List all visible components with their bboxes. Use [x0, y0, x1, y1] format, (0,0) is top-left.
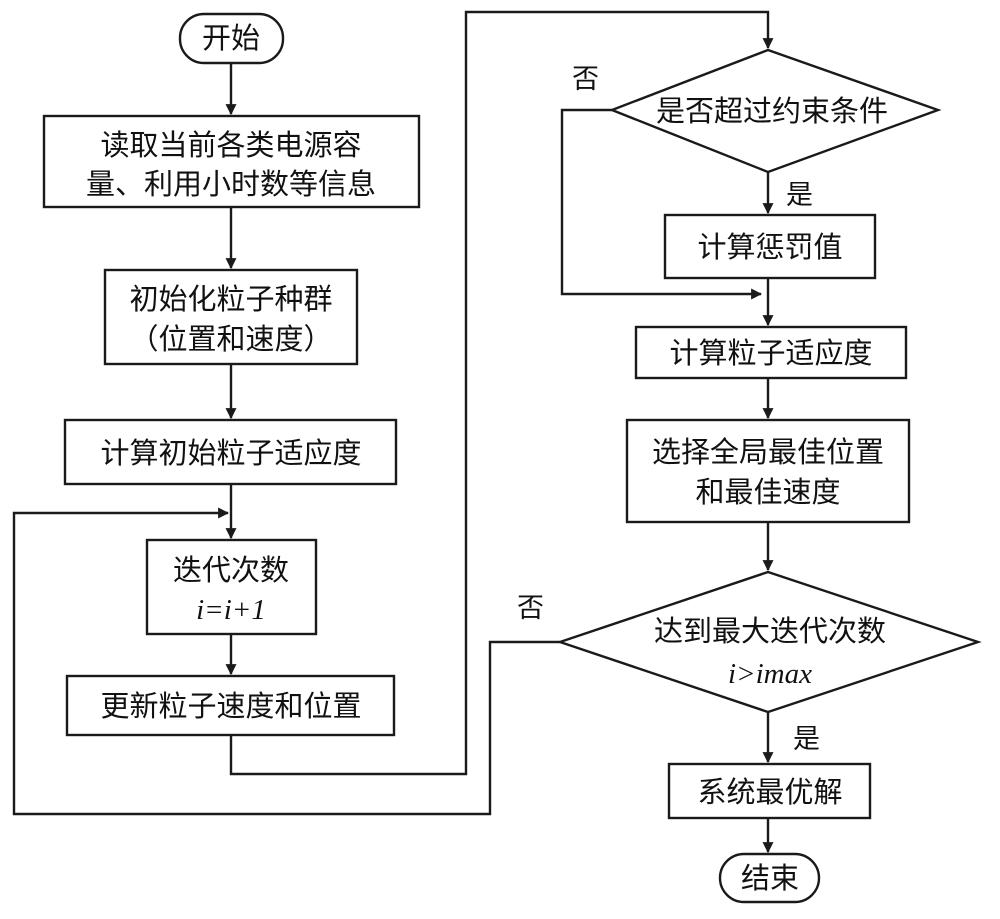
node-calc-penalty-label: 计算惩罚值 — [697, 230, 842, 264]
node-update-particles-label: 更新粒子速度和位置 — [100, 689, 361, 723]
node-init-swarm-line2: （位置和速度） — [129, 322, 332, 356]
node-iteration-line1: 迭代次数 — [173, 553, 289, 587]
node-iteration: 迭代次数 i=i+1 — [147, 540, 316, 634]
node-init-swarm-line1: 初始化粒子种群 — [129, 282, 332, 316]
node-constraint-check-label: 是否超过约束条件 — [656, 94, 888, 128]
node-calc-penalty: 计算惩罚值 — [665, 215, 875, 278]
edge-label-constraint-no: 否 — [572, 64, 599, 95]
node-read-info: 读取当前各类电源容 量、利用小时数等信息 — [44, 116, 419, 207]
node-select-best-line2: 和最佳速度 — [695, 475, 840, 509]
node-optimal: 系统最优解 — [669, 764, 870, 818]
node-select-best-line1: 选择全局最佳位置 — [652, 435, 884, 469]
node-select-best: 选择全局最佳位置 和最佳速度 — [627, 420, 909, 522]
edge-label-max-iter-yes: 是 — [793, 724, 820, 755]
node-iteration-formula: i=i+1 — [196, 594, 266, 626]
node-init-swarm: 初始化粒子种群 （位置和速度） — [105, 270, 357, 364]
node-end: 结束 — [720, 854, 819, 902]
node-update-particles: 更新粒子速度和位置 — [67, 676, 394, 735]
node-constraint-check: 是否超过约束条件 — [612, 50, 938, 172]
node-max-iter: 达到最大迭代次数 i>imax — [560, 572, 978, 712]
node-start-label: 开始 — [202, 21, 260, 55]
edge-label-constraint-yes: 是 — [786, 180, 813, 211]
node-max-iter-formula: i>imax — [728, 658, 812, 690]
node-max-iter-line1: 达到最大迭代次数 — [654, 614, 886, 648]
node-calc-init-fitness-label: 计算初始粒子适应度 — [100, 436, 361, 470]
node-read-info-line1: 读取当前各类电源容 — [100, 128, 361, 162]
node-calc-fitness: 计算粒子适应度 — [636, 327, 906, 378]
edge-label-max-iter-no: 否 — [517, 593, 544, 624]
node-optimal-label: 系统最优解 — [697, 775, 842, 809]
node-end-label: 结束 — [741, 861, 799, 895]
node-start: 开始 — [180, 14, 283, 63]
node-calc-fitness-label: 计算粒子适应度 — [669, 336, 872, 370]
node-read-info-line2: 量、利用小时数等信息 — [86, 167, 376, 201]
node-calc-init-fitness: 计算初始粒子适应度 — [65, 420, 396, 484]
